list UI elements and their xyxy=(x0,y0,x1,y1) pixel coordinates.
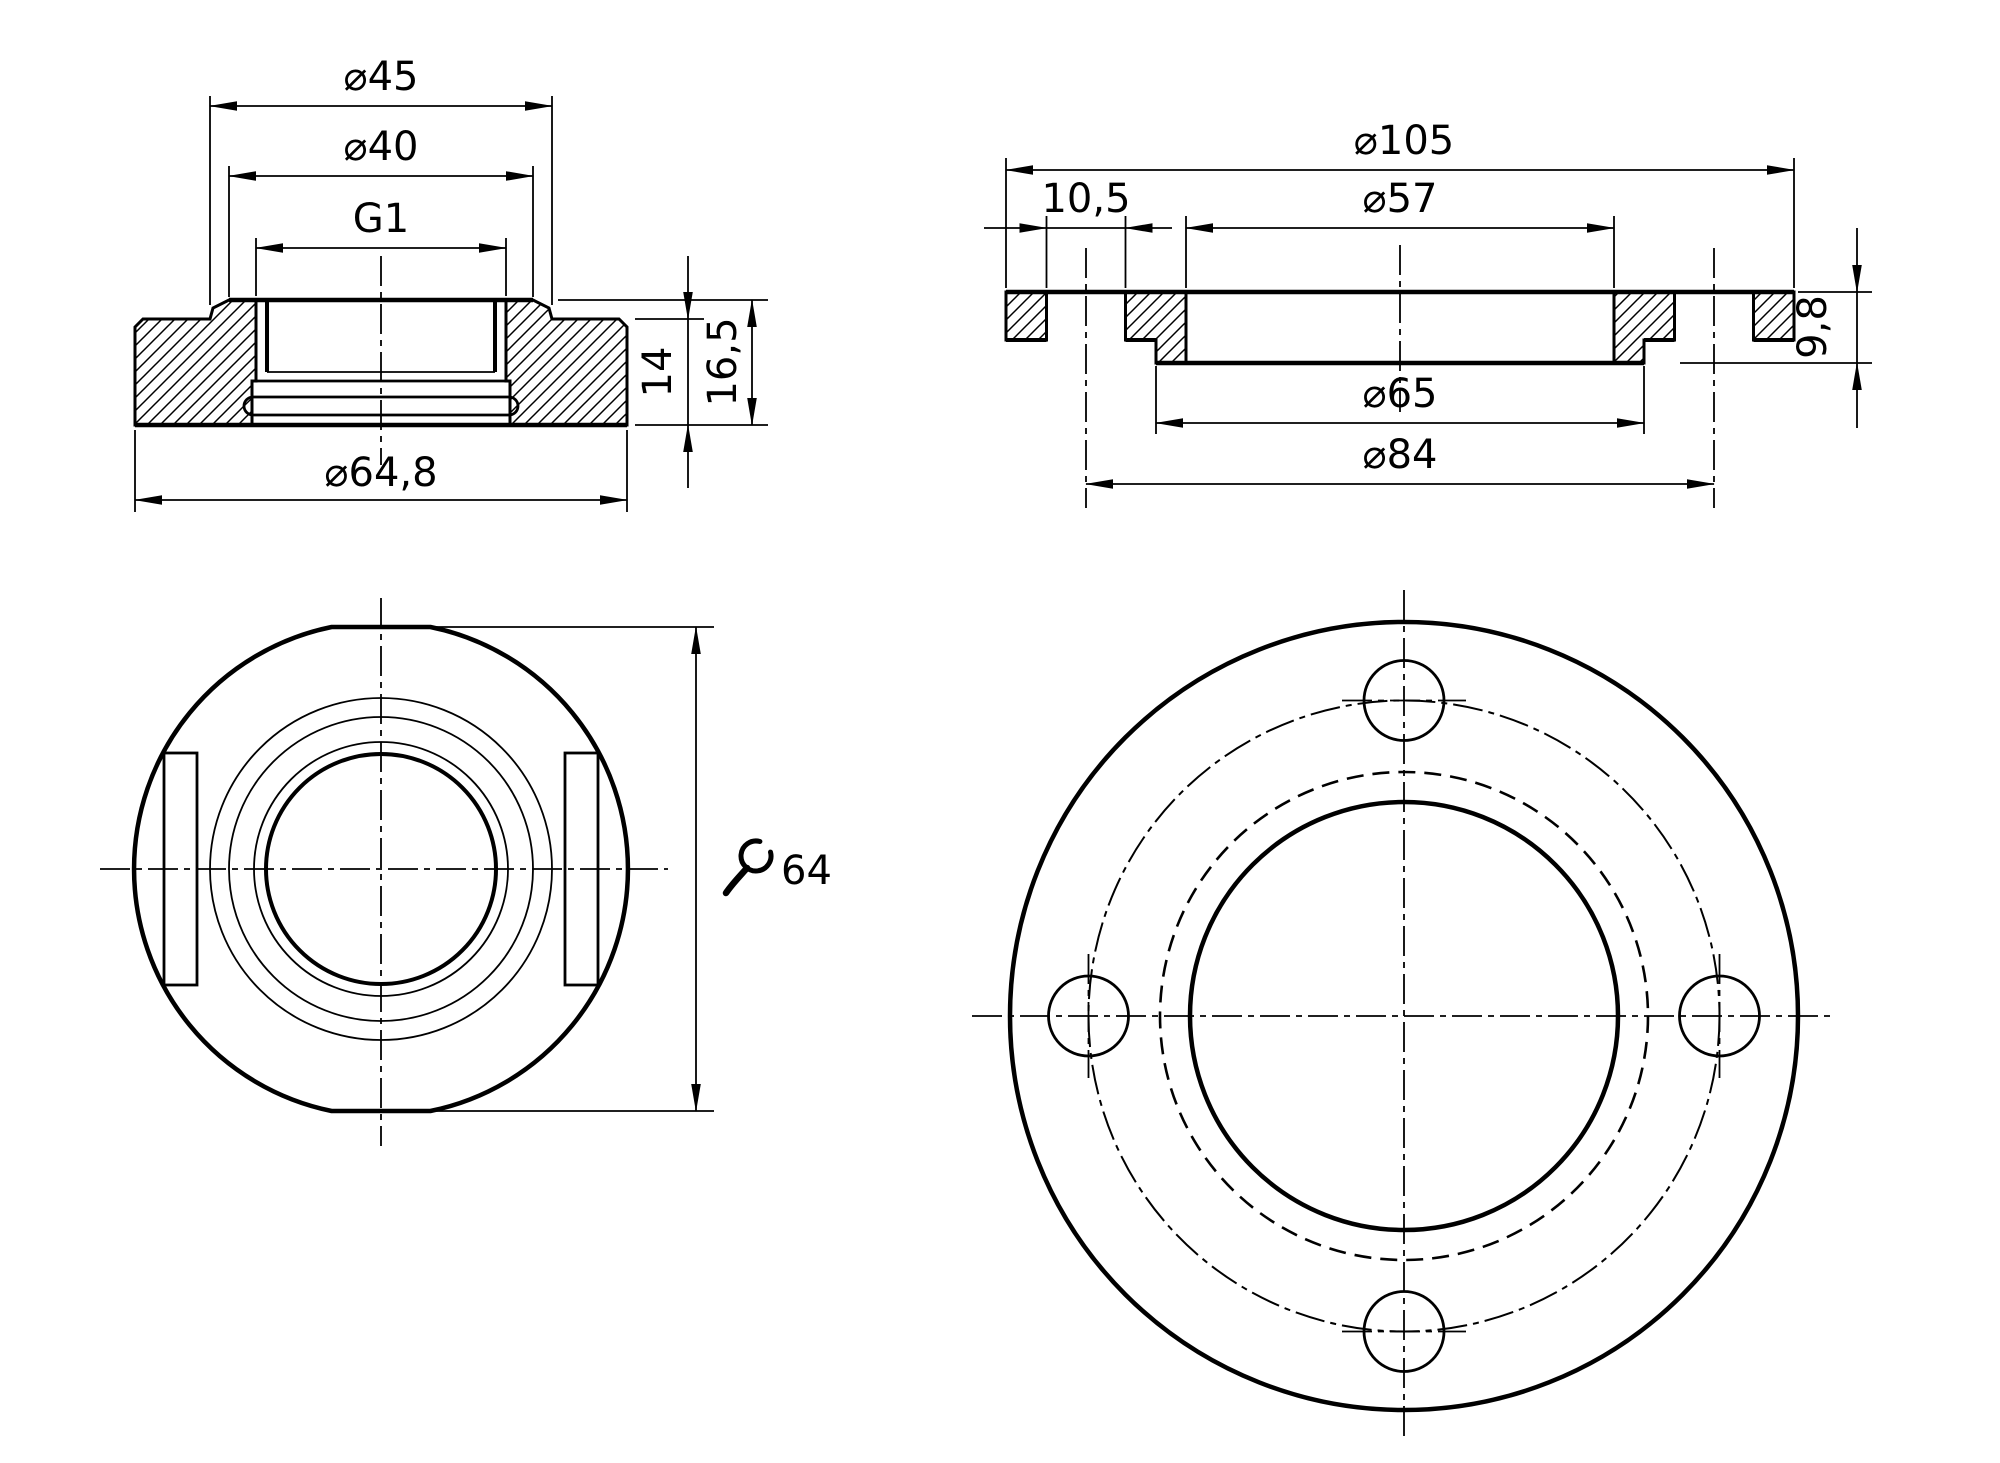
dim-label-dia84: ⌀84 xyxy=(1363,432,1438,478)
dim-label-98: 9,8 xyxy=(1790,295,1836,359)
dim-label-dia648: ⌀64,8 xyxy=(324,450,437,496)
dim-label-165: 16,5 xyxy=(700,317,746,406)
dim-label-dia45: ⌀45 xyxy=(344,54,419,100)
dim-label-g1: G1 xyxy=(353,196,409,242)
dim-label-105: 10,5 xyxy=(1041,176,1130,222)
dim-label-14: 14 xyxy=(635,347,681,398)
section-rim-left xyxy=(1004,290,1048,342)
dim-label-64: 64 xyxy=(781,848,832,894)
section-view-mating-flange: ⌀105 10,5 ⌀57 9,8 ⌀65 ⌀84 xyxy=(984,118,1872,508)
front-view-threaded-flange: 64 xyxy=(100,598,832,1146)
front-view-mating-flange xyxy=(972,590,1836,1442)
dim-label-dia65: ⌀65 xyxy=(1363,371,1438,417)
section-material-right xyxy=(504,298,629,427)
dim-label-dia40: ⌀40 xyxy=(344,124,419,170)
section-web-right xyxy=(1612,290,1676,365)
section-view-threaded-flange: ⌀45 ⌀40 G1 ⌀64,8 14 16,5 xyxy=(133,54,768,512)
section-rim-right xyxy=(1752,290,1796,342)
dim-label-dia57: ⌀57 xyxy=(1363,176,1438,222)
section-material-left xyxy=(133,298,258,427)
dim-label-dia105: ⌀105 xyxy=(1354,118,1454,164)
section-web-left xyxy=(1124,290,1188,365)
wrench-icon xyxy=(722,838,774,897)
body-outline-with-flats xyxy=(131,624,631,1114)
